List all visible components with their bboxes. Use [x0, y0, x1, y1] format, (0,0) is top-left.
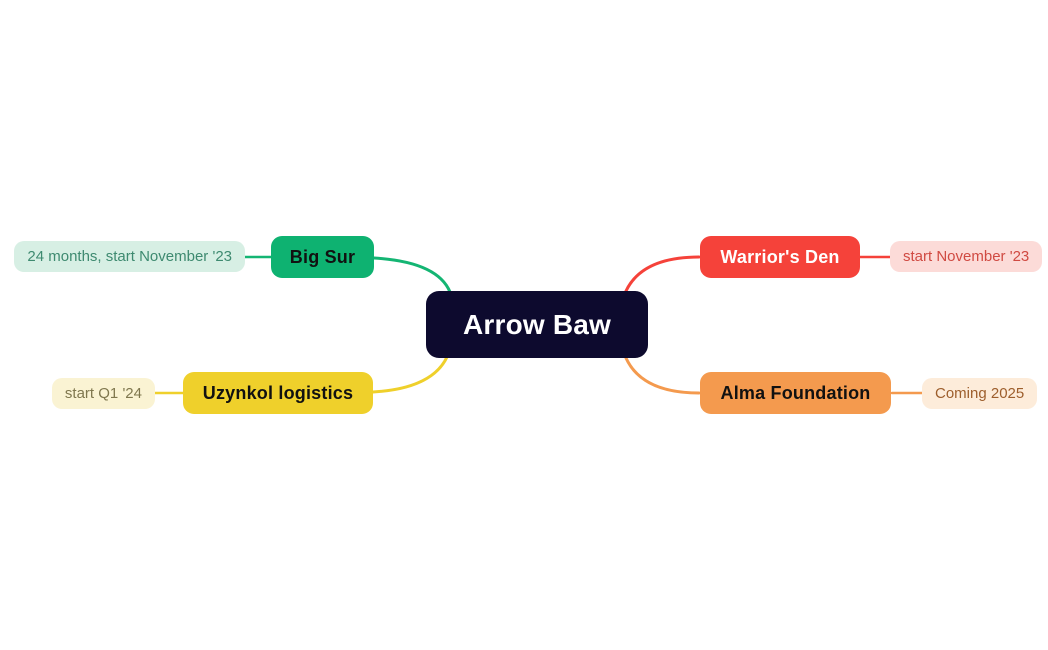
- node-big-sur[interactable]: Big Sur: [271, 236, 374, 278]
- root-node[interactable]: Arrow Baw: [426, 291, 648, 358]
- connector-warriors-den: [624, 255, 701, 293]
- node-warriors-den[interactable]: Warrior's Den: [700, 236, 860, 278]
- note-warriors-den[interactable]: start November '23: [890, 241, 1043, 272]
- node-alma-foundation[interactable]: Alma Foundation: [700, 372, 891, 414]
- note-alma-foundation[interactable]: Coming 2025: [922, 378, 1038, 409]
- note-big-sur[interactable]: 24 months, start November '23: [14, 241, 245, 272]
- node-uzynkol-logistics[interactable]: Uzynkol logistics: [183, 372, 373, 414]
- connector-big-sur: [372, 256, 452, 294]
- note-uzynkol-logistics[interactable]: start Q1 '24: [51, 378, 155, 409]
- connector-alma-foundation: [624, 356, 701, 395]
- connector-uzynkol-logistics: [371, 355, 449, 394]
